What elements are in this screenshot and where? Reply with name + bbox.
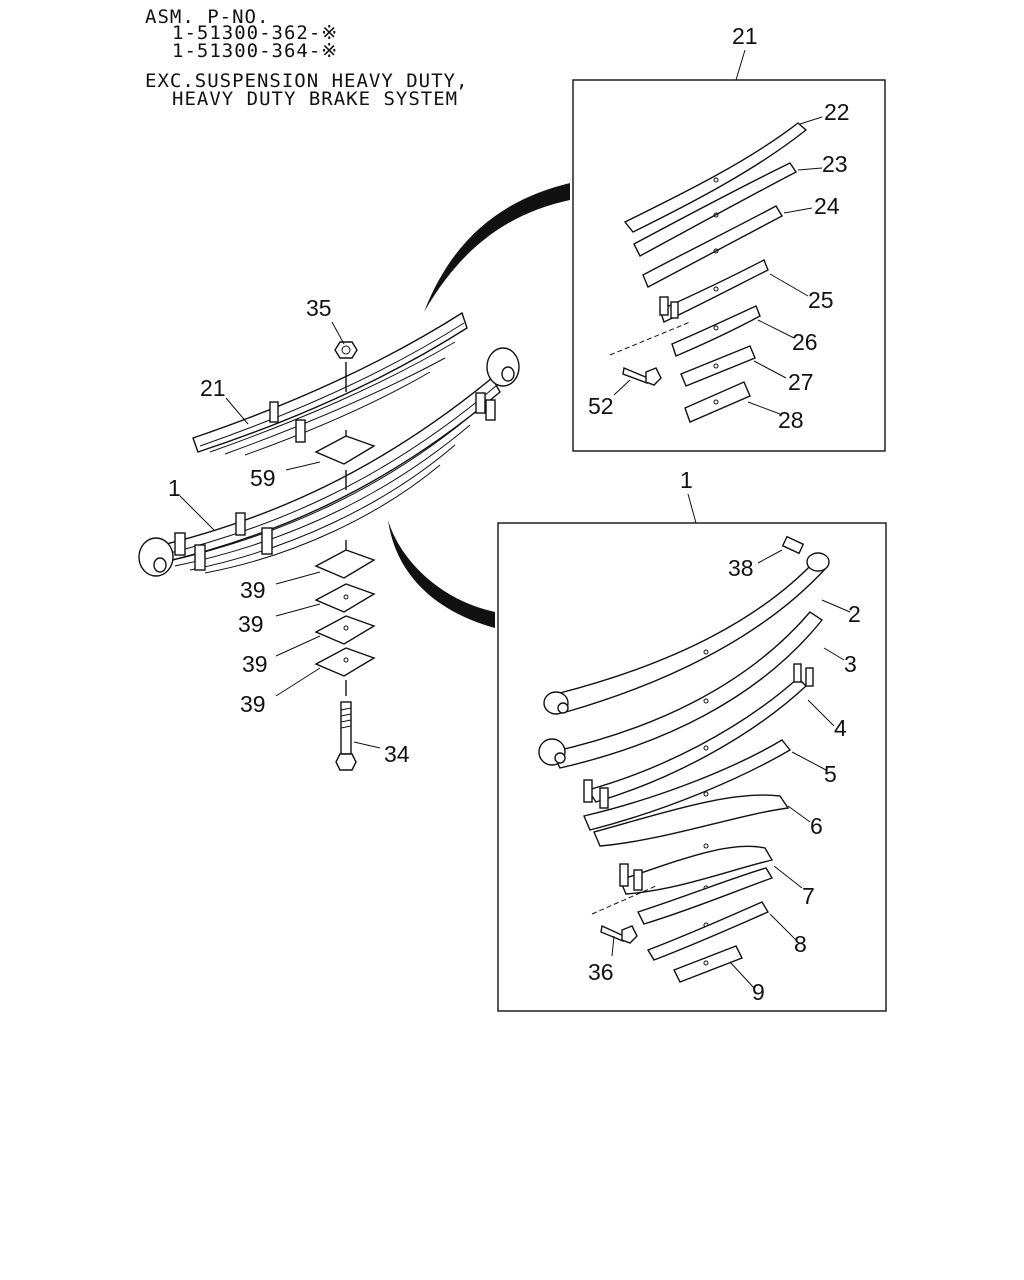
main-spring-assembly <box>138 347 520 577</box>
callout-36: 36 <box>588 959 614 985</box>
callout-8: 8 <box>794 931 807 957</box>
asm-label: ASM. P-NO. <box>145 6 270 28</box>
callout-1: 1 <box>168 475 181 501</box>
spacer-59 <box>314 430 376 490</box>
note-line-2: HEAVY DUTY BRAKE SYSTEM <box>172 88 459 110</box>
callout-4: 4 <box>834 715 847 741</box>
part-number-2: 1-51300-364-※ <box>172 40 339 62</box>
clip-bolt-52 <box>609 321 691 386</box>
leaf-2 <box>543 552 830 715</box>
pin-38 <box>781 535 805 555</box>
callout-7: 7 <box>802 883 815 909</box>
spacers-39 <box>314 540 376 696</box>
center-bolt-34 <box>335 701 357 771</box>
leaf-9b <box>673 945 743 983</box>
callout-38: 38 <box>728 555 754 581</box>
callout-3: 3 <box>844 651 857 677</box>
connector-arc-upper <box>424 183 570 312</box>
helper-spring-assembly <box>192 311 468 456</box>
leaf-24 <box>642 205 783 288</box>
callout-39c: 39 <box>242 651 268 677</box>
callout-35: 35 <box>306 295 332 321</box>
leaf-3 <box>538 611 824 769</box>
box-21-title: 21 <box>732 23 758 49</box>
leaf-28 <box>684 381 751 423</box>
callout-52: 52 <box>588 393 614 419</box>
callout-39d: 39 <box>240 691 266 717</box>
leaf-23 <box>633 162 798 257</box>
note-line-1: EXC.SUSPENSION HEAVY DUTY, <box>145 70 469 92</box>
callout-39a: 39 <box>240 577 266 603</box>
leaf-27 <box>680 345 756 387</box>
callout-9: 9 <box>752 979 765 1005</box>
connector-arc-lower <box>388 520 495 628</box>
callout-27: 27 <box>788 369 814 395</box>
callout-23: 23 <box>822 151 848 177</box>
callout-6: 6 <box>810 813 823 839</box>
callout-5: 5 <box>824 761 837 787</box>
detail-box-1 <box>497 522 887 1012</box>
callout-34: 34 <box>384 741 410 767</box>
callout-59: 59 <box>250 465 276 491</box>
part-number-1: 1-51300-362-※ <box>172 22 339 44</box>
detail-box-21 <box>572 79 886 452</box>
callout-39b: 39 <box>238 611 264 637</box>
callout-21: 21 <box>200 375 226 401</box>
nut-35 <box>334 341 358 392</box>
callout-28: 28 <box>778 407 804 433</box>
callout-2: 2 <box>848 601 861 627</box>
leaf-7 <box>619 845 774 895</box>
leaf-5 <box>583 739 792 831</box>
callout-22: 22 <box>824 99 850 125</box>
leaf-6 <box>593 794 790 849</box>
box-1-title: 1 <box>680 467 693 493</box>
leaf-25 <box>659 259 769 323</box>
leaf-22 <box>623 122 808 233</box>
callout-25: 25 <box>808 287 834 313</box>
leaf-9 <box>646 901 770 961</box>
clip-bolt-36 <box>591 885 657 944</box>
callout-26: 26 <box>792 329 818 355</box>
leaf-26 <box>671 305 761 357</box>
leaf-4 <box>583 663 814 809</box>
callout-24: 24 <box>814 193 840 219</box>
